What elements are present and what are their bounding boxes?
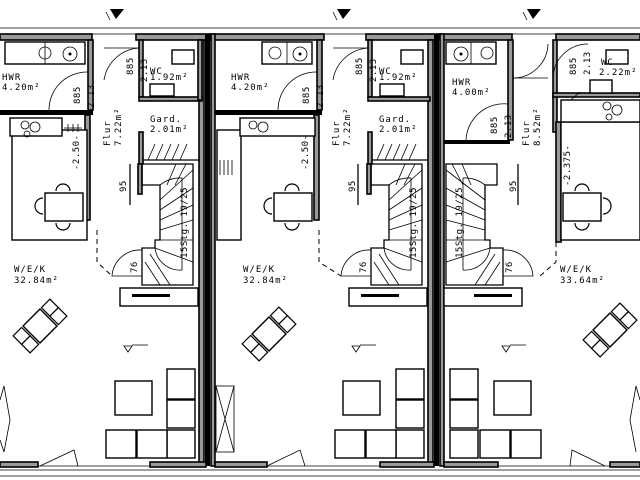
dining-set (241, 306, 297, 362)
kitchen-counter (216, 129, 242, 241)
stair-label: 15Stg. 19/25 (409, 186, 419, 258)
unit-3 (443, 39, 640, 467)
unit-1 (0, 39, 203, 467)
room-name-wc: WC (379, 67, 392, 77)
entrance-arrow-icon (105, 9, 541, 21)
stair-label: 15Stg. 19/25 (180, 186, 190, 258)
dim-kitchen-height: -2.375- (563, 144, 573, 186)
stair-label: 15Stg. 19/25 (455, 186, 465, 258)
sink (379, 83, 405, 97)
dim-door-hwr: 885 (490, 116, 500, 134)
room-area-hwr: 4.20m² (231, 83, 270, 93)
room-name-gard: Gard. (379, 115, 412, 125)
room-name-wek: W/E/K (560, 265, 593, 275)
dining-set (12, 298, 68, 354)
dim-height-wc: 2.13 (140, 58, 150, 82)
room-area-wc: 1.92m² (150, 73, 189, 83)
room-area-gard: 2.01m² (379, 125, 418, 135)
room-area-wek: 33.64m² (560, 276, 605, 286)
dim-height-wc: 2.13 (583, 51, 593, 75)
room-area-flur: 8.52m² (533, 107, 543, 146)
dim-door-hwr: 885 (302, 86, 312, 104)
room-area-flur: 7.22m² (343, 107, 353, 146)
room-area-flur: 7.22m² (114, 107, 124, 146)
party-walls (198, 33, 445, 467)
room-area-wek: 32.84m² (14, 276, 59, 286)
room-area-wc: 2.22m² (599, 68, 638, 78)
dim-stair-door: 76 (130, 261, 140, 273)
dim-door-wc: 885 (355, 57, 365, 75)
room-name-flur: Flur (522, 120, 532, 146)
dim-door-hwr: 885 (73, 86, 83, 104)
room-area-wc: 1.92m² (379, 73, 418, 83)
dim-stair-width: 95 (348, 180, 358, 192)
toilet (171, 49, 195, 65)
bottom-facade (0, 461, 640, 477)
coffee-table (493, 380, 532, 416)
room-name-flur: Flur (332, 120, 342, 146)
dim-stair-door: 76 (505, 261, 515, 273)
dining-table-small (273, 192, 313, 222)
unit-2 (215, 39, 431, 467)
room-name-hwr: HWR (452, 78, 472, 88)
dim-door-wc: 885 (126, 57, 136, 75)
dim-height-wc: 2.13 (369, 58, 379, 82)
dining-table-small (44, 192, 84, 222)
coffee-table (342, 380, 381, 416)
top-facade (0, 27, 640, 41)
dining-table-small (562, 192, 602, 222)
room-name-wc: WC (150, 67, 163, 77)
room-name-wc: WC (601, 58, 614, 68)
dining-set (582, 302, 638, 358)
dim-kitchen-height: -2.50- (301, 134, 311, 170)
room-name-gard: Gard. (150, 115, 183, 125)
room-name-wek: W/E/K (14, 265, 47, 275)
dim-height-hwr: 2.13 (87, 84, 97, 108)
dim-stair-width: 95 (119, 180, 129, 192)
room-name-flur: Flur (103, 120, 113, 146)
toilet (605, 49, 629, 65)
dim-height-hwr: 2.13 (504, 114, 514, 138)
sink (589, 79, 613, 94)
room-name-wek: W/E/K (243, 265, 276, 275)
dim-door-wc: 885 (569, 57, 579, 75)
dim-height-hwr: 2.13 (316, 84, 326, 108)
dim-stair-width: 95 (509, 180, 519, 192)
coffee-table (114, 380, 153, 416)
room-area-hwr: 4.00m² (452, 88, 491, 98)
room-area-gard: 2.01m² (150, 125, 189, 135)
dim-stair-door: 76 (359, 261, 369, 273)
room-name-hwr: HWR (231, 73, 251, 83)
room-name-hwr: HWR (2, 73, 22, 83)
sink (149, 83, 175, 97)
room-area-hwr: 4.20m² (2, 83, 41, 93)
toilet (400, 49, 424, 65)
dim-kitchen-height: -2.50- (72, 134, 82, 170)
room-area-wek: 32.84m² (243, 276, 288, 286)
